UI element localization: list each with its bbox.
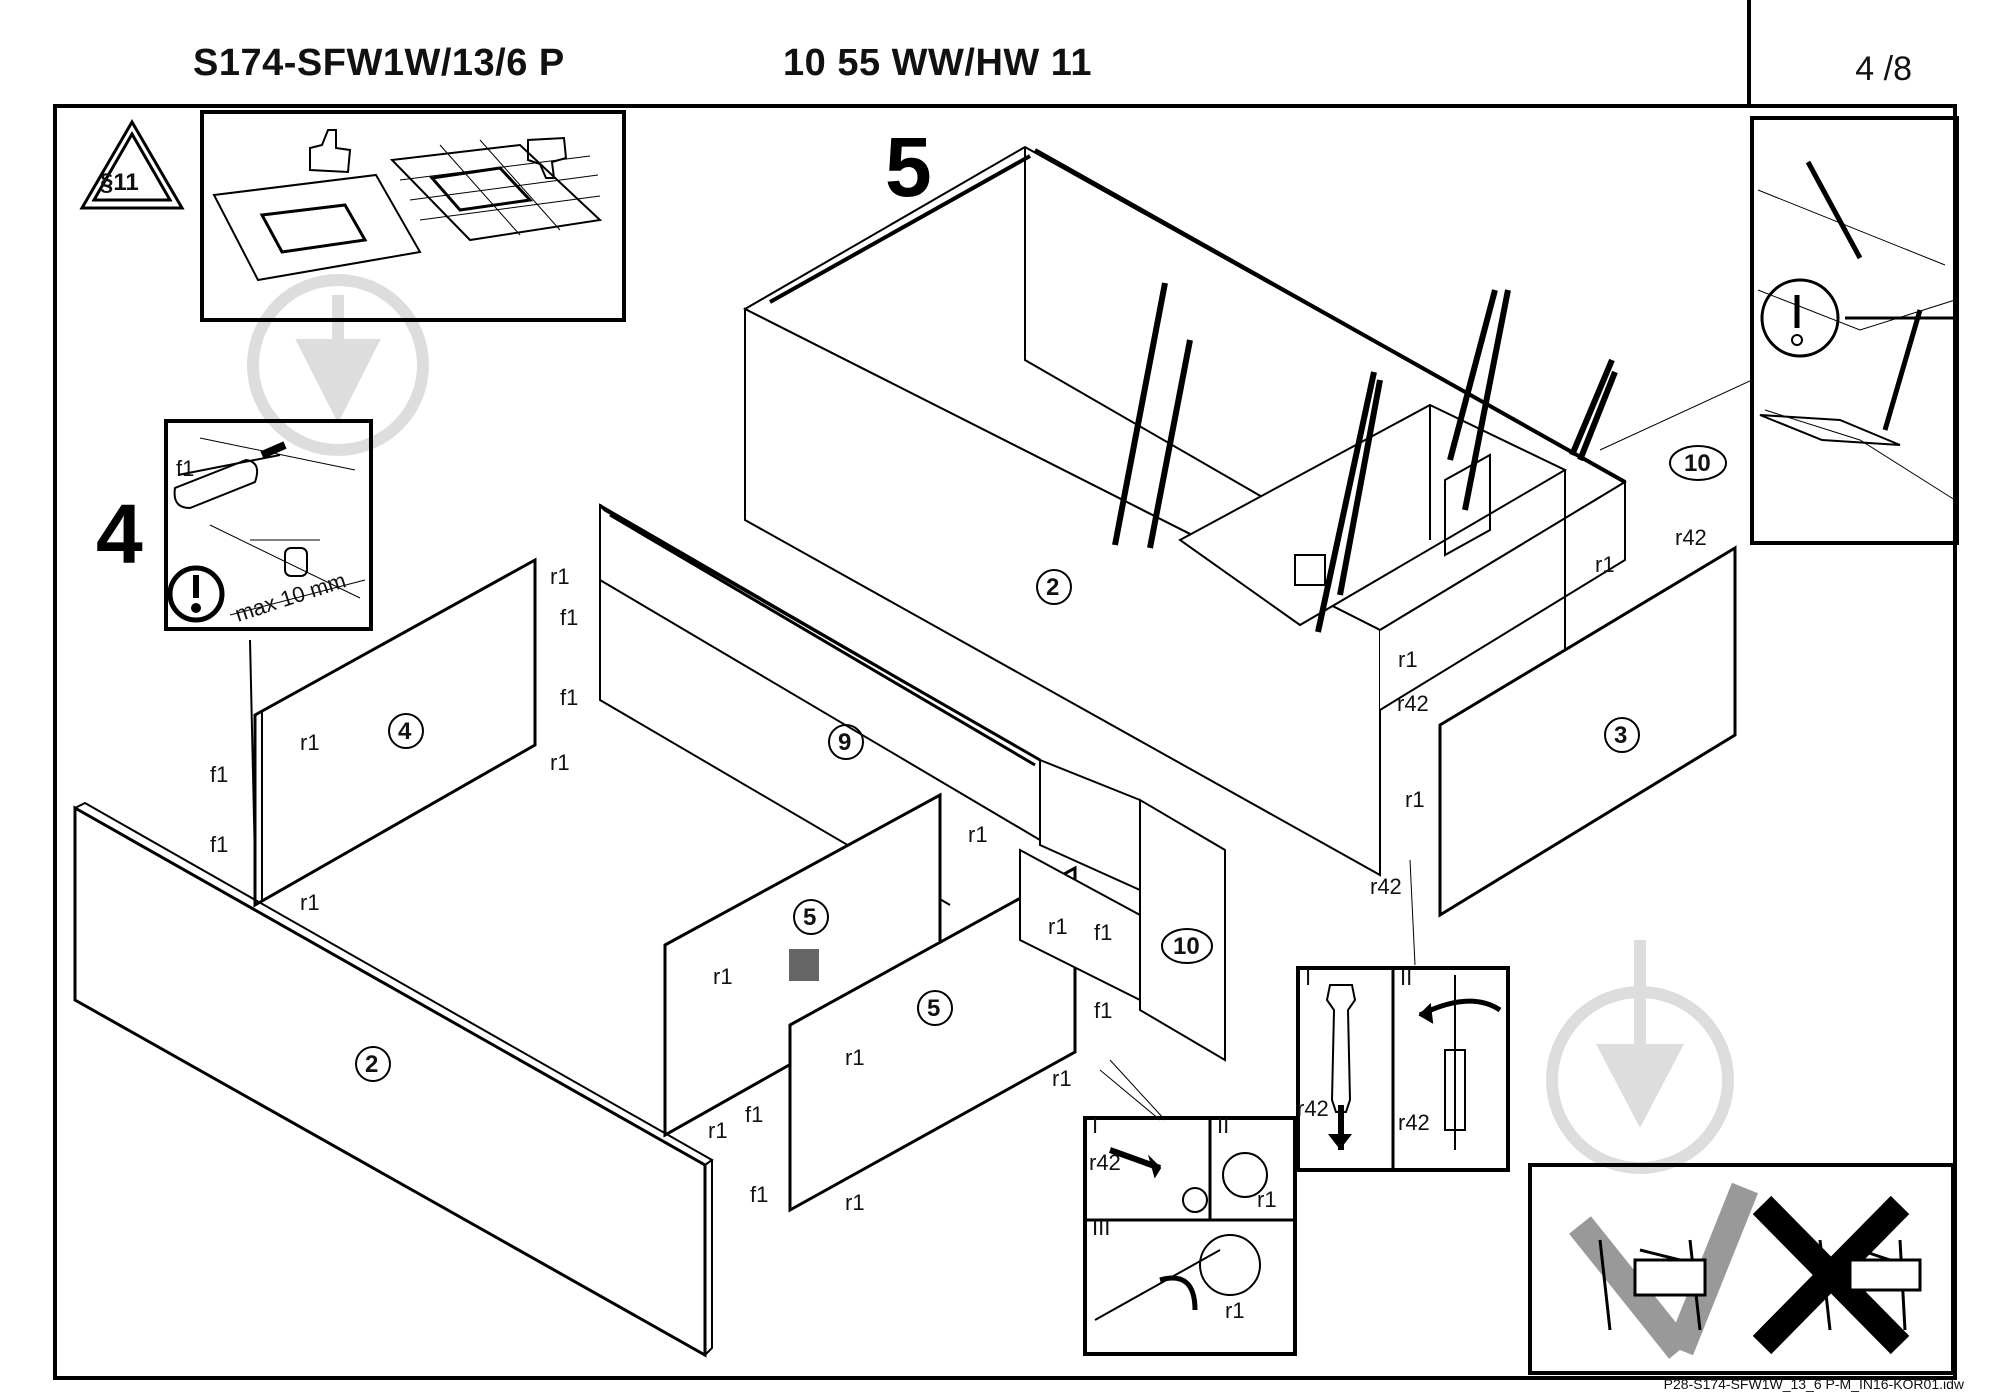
fitting-f1: f1 xyxy=(745,1102,763,1127)
attention-icon xyxy=(167,565,225,623)
step-number-5: 5 xyxy=(885,120,932,214)
thumbs-down-icon xyxy=(527,136,568,179)
cabinet-body xyxy=(742,145,1627,877)
cam-detail-box xyxy=(1083,1059,1297,1356)
part-2-front: 2 xyxy=(365,1051,378,1078)
part-10-b: 10 xyxy=(1684,450,1711,477)
part-3: 3 xyxy=(1614,722,1627,749)
cam-step-2: II xyxy=(1217,1113,1229,1138)
warning-sign-text: §11 xyxy=(100,169,139,196)
part-5-b: 5 xyxy=(927,995,940,1022)
detail-4-box xyxy=(164,419,373,863)
model-code: S174-SFW1W/13/6 P xyxy=(193,42,565,84)
fitting-r42: r42 xyxy=(1397,691,1429,716)
part-labels xyxy=(355,445,1727,1082)
bolt-step-2: II xyxy=(1400,965,1412,990)
fitting-f1: f1 xyxy=(1094,998,1112,1023)
part-2-top: 2 xyxy=(1046,574,1059,601)
side-panel-left xyxy=(253,557,537,908)
attention-icon xyxy=(1760,278,1840,358)
part-5-a: 5 xyxy=(803,904,816,931)
fitting-r1: r1 xyxy=(968,822,988,847)
header-divider xyxy=(1747,0,1751,106)
divider-panel-b xyxy=(788,865,1077,1213)
side-panel-right xyxy=(1438,545,1737,918)
fitting-r1: r1 xyxy=(300,890,320,915)
fitting-r1: r1 xyxy=(300,730,320,755)
fitting-r1: r1 xyxy=(1225,1298,1245,1323)
cam-step-3: III xyxy=(1092,1215,1110,1240)
fitting-f1: f1 xyxy=(560,605,578,630)
fitting-r42: r42 xyxy=(1089,1150,1121,1175)
fitting-r1: r1 xyxy=(1405,787,1425,812)
instruction-frame xyxy=(53,104,1957,1380)
part-9: 9 xyxy=(838,729,851,756)
bolt-step-1: I xyxy=(1305,965,1311,990)
variant-code: 10 55 WW/HW 11 xyxy=(783,42,1092,84)
fitting-r42: r42 xyxy=(1297,1096,1329,1121)
fitting-f1: f1 xyxy=(750,1182,768,1207)
fitting-r1: r1 xyxy=(1048,914,1068,939)
bolt-detail-box xyxy=(1296,859,1510,1172)
fitting-r1: r1 xyxy=(845,1190,865,1215)
fitting-f1: f1 xyxy=(560,685,578,710)
fitting-r1: r1 xyxy=(1398,647,1418,672)
fitting-r42: r42 xyxy=(1398,1110,1430,1135)
page-number: 4 /8 xyxy=(1855,50,1912,88)
fitting-r1: r1 xyxy=(1052,1066,1072,1091)
fitting-r1: r1 xyxy=(1595,552,1615,577)
fitting-r1: r1 xyxy=(550,750,570,775)
fitting-r1: r1 xyxy=(708,1118,728,1143)
fitting-r1: r1 xyxy=(1257,1187,1277,1212)
fitting-labels: f1 r1 f1 f1 r1 r1 f1 f1 r1 r1 r1 r1 f1 f… xyxy=(176,456,1707,1323)
front-panel xyxy=(73,801,714,1358)
two-person-carry-icon xyxy=(1598,1239,1922,1331)
fitting-r1: r1 xyxy=(713,964,733,989)
fitting-f1: f1 xyxy=(1094,920,1112,945)
fitting-f1: f1 xyxy=(176,456,194,481)
watermark-icon xyxy=(247,274,429,456)
part-10-a: 10 xyxy=(1173,933,1200,960)
step-number-4: 4 xyxy=(96,487,143,581)
part-4: 4 xyxy=(398,718,412,745)
carry-box xyxy=(1528,1163,1955,1375)
cam-step-1: I xyxy=(1092,1113,1098,1138)
floor-protection-box xyxy=(200,110,626,322)
fitting-r42: r42 xyxy=(1370,874,1402,899)
fitting-f1: f1 xyxy=(210,832,228,857)
fitting-r42: r42 xyxy=(1675,525,1707,550)
fitting-r1: r1 xyxy=(550,564,570,589)
detail-strip-box xyxy=(1599,116,1959,545)
file-reference: P28-S174-SFW1W_13_6 P-M_IN16-KOR01.idw xyxy=(1663,1376,1964,1392)
fitting-r1: r1 xyxy=(845,1045,865,1070)
watermark-icon xyxy=(1546,940,1734,1174)
thumbs-up-icon xyxy=(309,129,352,174)
fitting-f1: f1 xyxy=(210,762,228,787)
warning-triangle-icon xyxy=(79,119,185,210)
